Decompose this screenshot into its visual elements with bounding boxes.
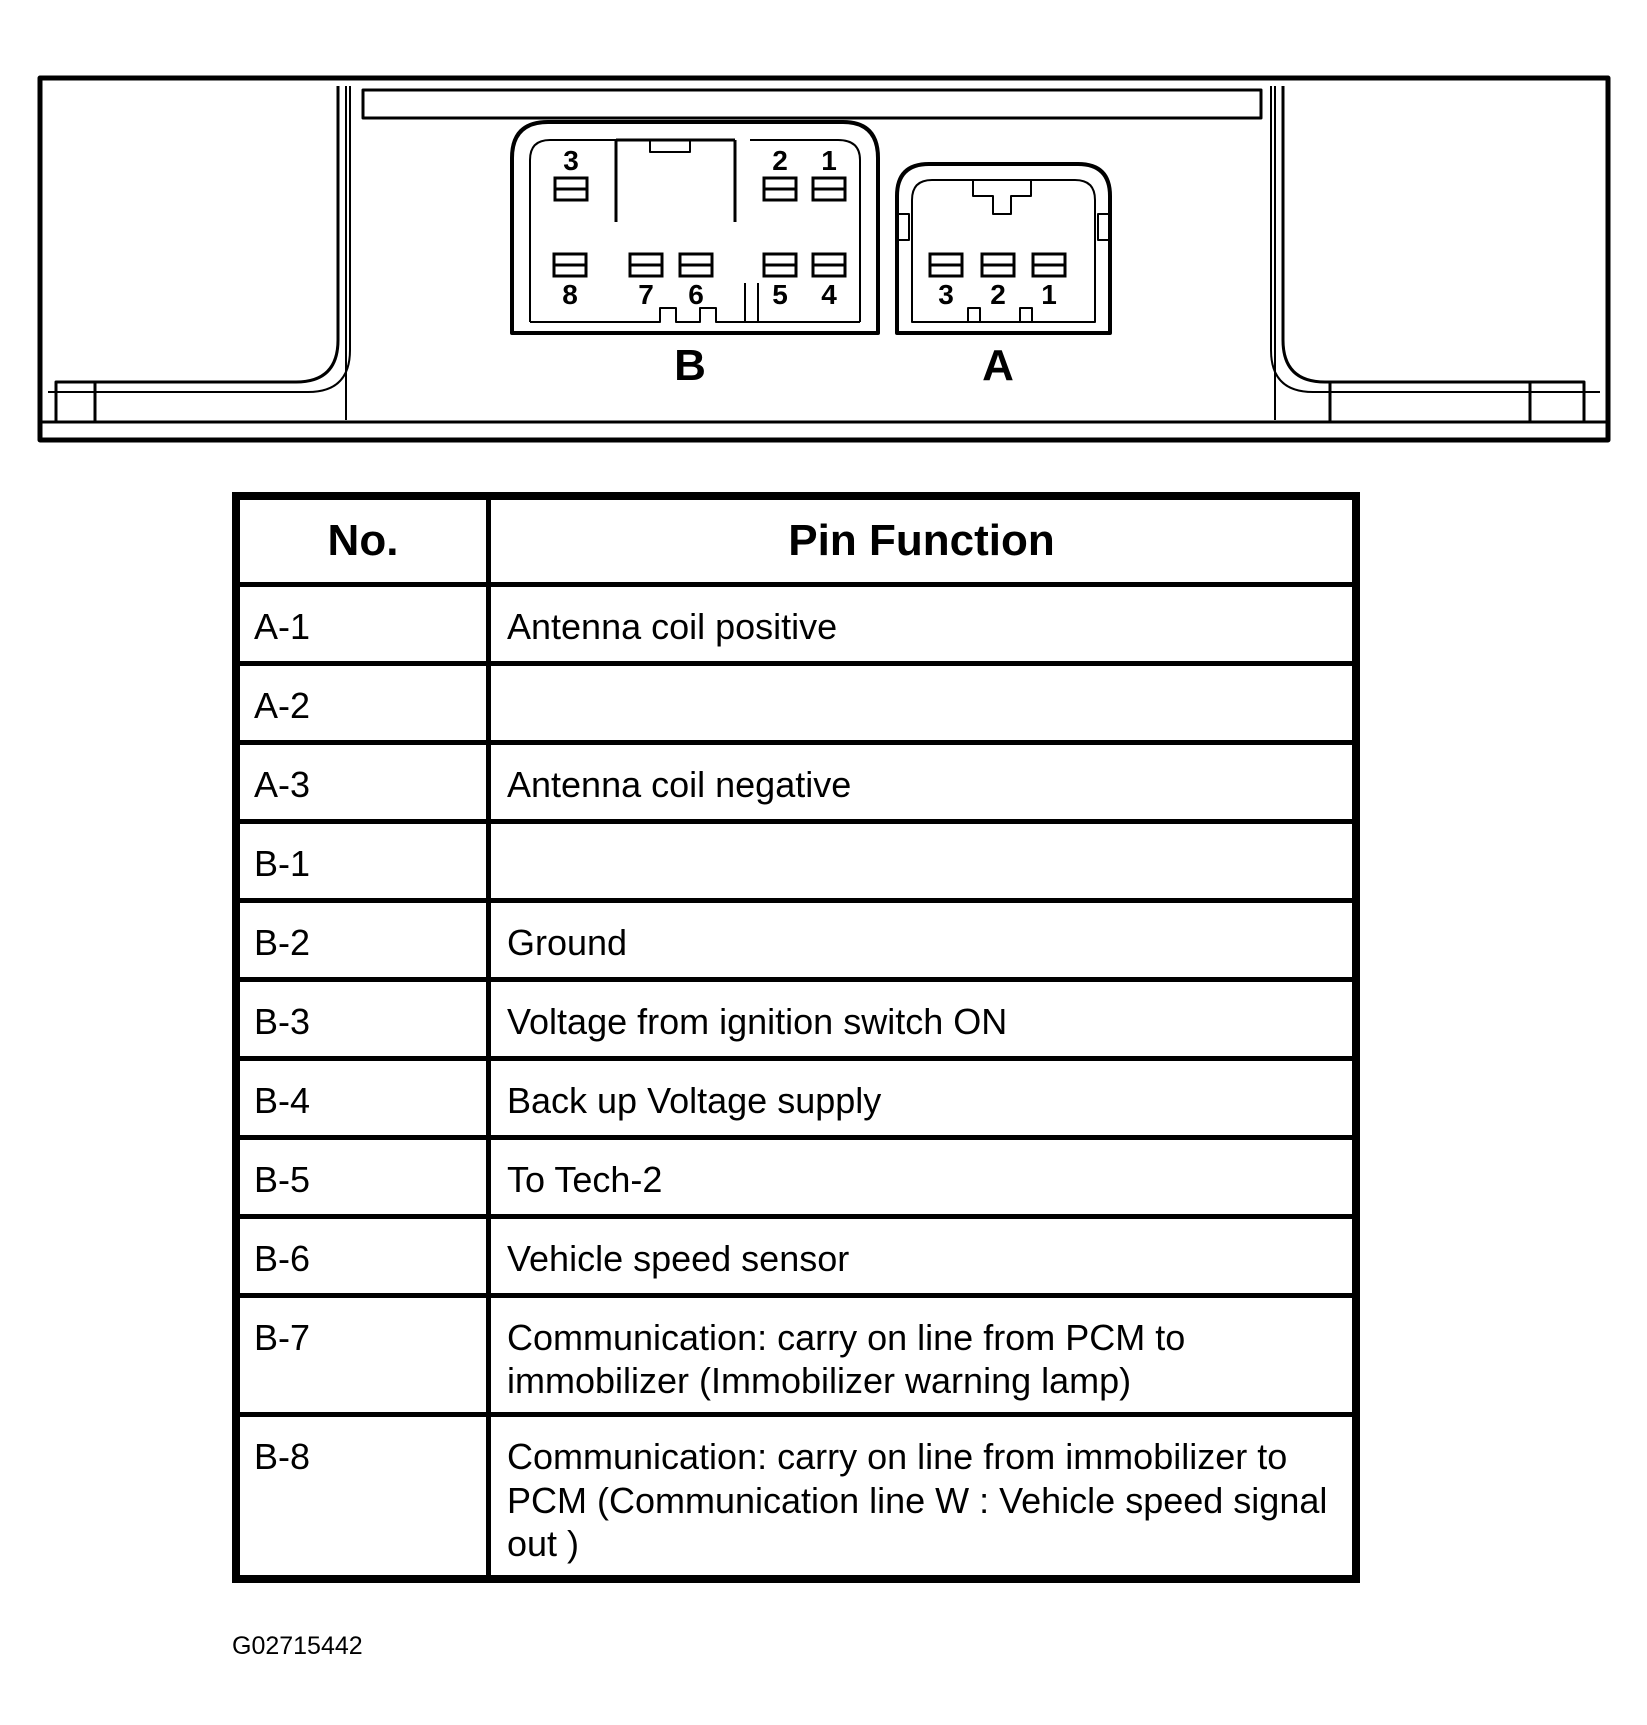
pin-number-cell: B-8 — [233, 1412, 491, 1582]
connector-a-shell — [895, 162, 1112, 335]
pin-function-cell: To Tech-2 — [486, 1135, 1359, 1219]
pin-number-b2: 2 — [772, 145, 788, 176]
right-housing-side — [1281, 86, 1586, 422]
pin-function-cell: Voltage from ignition switch ON — [486, 977, 1359, 1061]
table-row: A-2 — [233, 661, 1359, 745]
table-row: B-3 Voltage from ignition switch ON — [233, 977, 1359, 1061]
terminal-b4-icon — [811, 252, 847, 278]
pin-number-b4: 4 — [821, 279, 837, 310]
connector-diagram: 3 2 1 8 7 6 5 4 3 2 1 B A — [37, 75, 1611, 443]
header-pin-function: Pin Function — [486, 493, 1359, 587]
pin-function-cell: Communication: carry on line from PCM to… — [486, 1292, 1359, 1418]
pin-function-cell: Antenna coil negative — [486, 740, 1359, 824]
table-row: B-5 To Tech-2 — [233, 1135, 1359, 1219]
pin-number-b1: 1 — [821, 145, 837, 176]
pin-number-cell: B-4 — [233, 1056, 491, 1140]
pin-number-b3: 3 — [563, 145, 579, 176]
terminal-a3-icon — [928, 252, 964, 278]
pin-number-b7: 7 — [638, 279, 654, 310]
pin-function-cell — [486, 661, 1359, 745]
table-row: B-1 — [233, 819, 1359, 903]
pin-function-cell: Back up Voltage supply — [486, 1056, 1359, 1140]
connector-a-label: A — [982, 341, 1014, 390]
pin-number-b8: 8 — [562, 279, 578, 310]
table-row: A-1 Antenna coil positive — [233, 582, 1359, 666]
pin-number-cell: A-3 — [233, 740, 491, 824]
terminal-b6-icon — [678, 252, 714, 278]
pin-number-cell: B-5 — [233, 1135, 491, 1219]
header-no: No. — [233, 493, 491, 587]
left-housing-side — [54, 86, 340, 422]
pin-number-cell: B-2 — [233, 898, 491, 982]
pin-function-table: No. Pin Function A-1 Antenna coil positi… — [232, 492, 1360, 1583]
terminal-a1-icon — [1031, 252, 1067, 278]
pin-number-cell: B-1 — [233, 819, 491, 903]
pin-function-cell — [486, 819, 1359, 903]
pin-number-cell: B-6 — [233, 1214, 491, 1298]
terminal-b5-icon — [762, 252, 798, 278]
housing-outline — [37, 75, 1611, 443]
table-row: B-6 Vehicle speed sensor — [233, 1214, 1359, 1298]
pin-number-cell: B-7 — [233, 1292, 491, 1418]
connector-b-shell — [510, 120, 880, 335]
pin-function-cell: Vehicle speed sensor — [486, 1214, 1359, 1298]
table-row: B-8 Communication: carry on line from im… — [233, 1412, 1359, 1582]
table-row: B-2 Ground — [233, 898, 1359, 982]
terminal-b2-icon — [762, 176, 798, 202]
pin-number-cell: A-1 — [233, 582, 491, 666]
table-row: B-7 Communication: carry on line from PC… — [233, 1292, 1359, 1418]
pin-number-b6: 6 — [688, 279, 704, 310]
terminal-b3-icon — [553, 176, 589, 202]
terminal-b7-icon — [628, 252, 664, 278]
pin-number-cell: B-3 — [233, 977, 491, 1061]
pin-number-b5: 5 — [772, 279, 788, 310]
terminal-b8-icon — [552, 252, 588, 278]
terminal-a2-icon — [980, 252, 1016, 278]
terminal-b1-icon — [811, 176, 847, 202]
connector-b-label: B — [674, 341, 706, 390]
pin-number-a3: 3 — [938, 279, 954, 310]
table-row: B-4 Back up Voltage supply — [233, 1056, 1359, 1140]
pin-number-a2: 2 — [990, 279, 1006, 310]
pin-number-a1: 1 — [1041, 279, 1057, 310]
pin-function-cell: Communication: carry on line from immobi… — [486, 1412, 1359, 1582]
pin-number-cell: A-2 — [233, 661, 491, 745]
table-header-row: No. Pin Function — [233, 493, 1359, 587]
figure-code: G02715442 — [232, 1632, 363, 1660]
pin-function-cell: Antenna coil positive — [486, 582, 1359, 666]
pin-function-cell: Ground — [486, 898, 1359, 982]
table-row: A-3 Antenna coil negative — [233, 740, 1359, 824]
